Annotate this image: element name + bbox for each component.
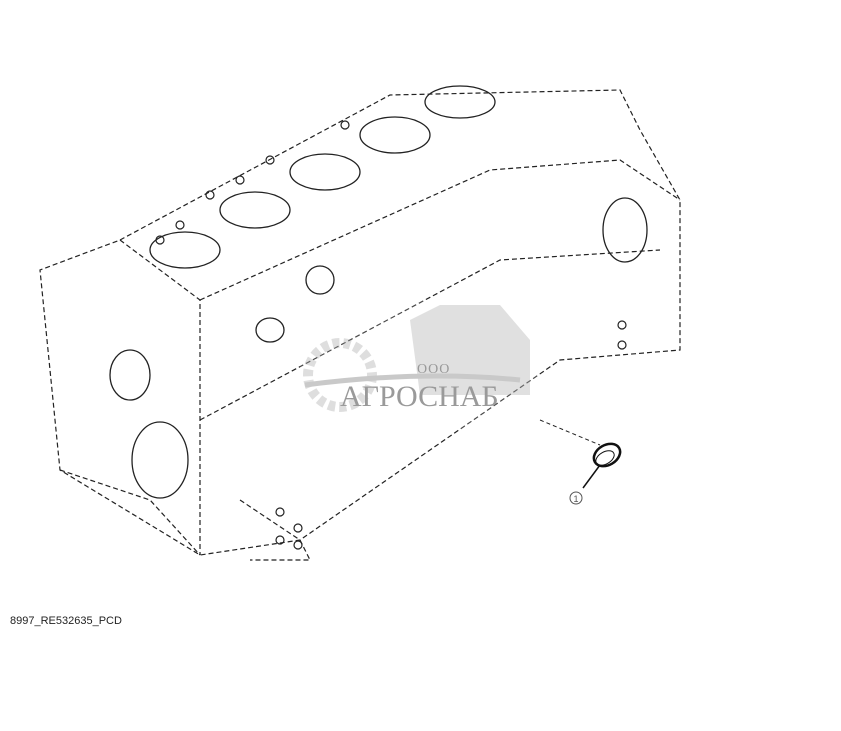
- seal-ring-part-1: 1: [539, 419, 622, 505]
- callout-1-label: 1: [573, 494, 578, 504]
- bolt-holes: [155, 120, 627, 550]
- cylinder-bores: [109, 85, 648, 499]
- watermark: ООО АГРОСНАБ: [300, 300, 540, 430]
- watermark-name: АГРОСНАБ: [340, 380, 499, 413]
- engine-block: [39, 89, 681, 561]
- watermark-logo: [300, 300, 540, 430]
- callout-1: [569, 491, 583, 505]
- figure-caption: 8997_RE532635_PCD: [10, 615, 122, 627]
- watermark-prefix: ООО: [417, 362, 451, 377]
